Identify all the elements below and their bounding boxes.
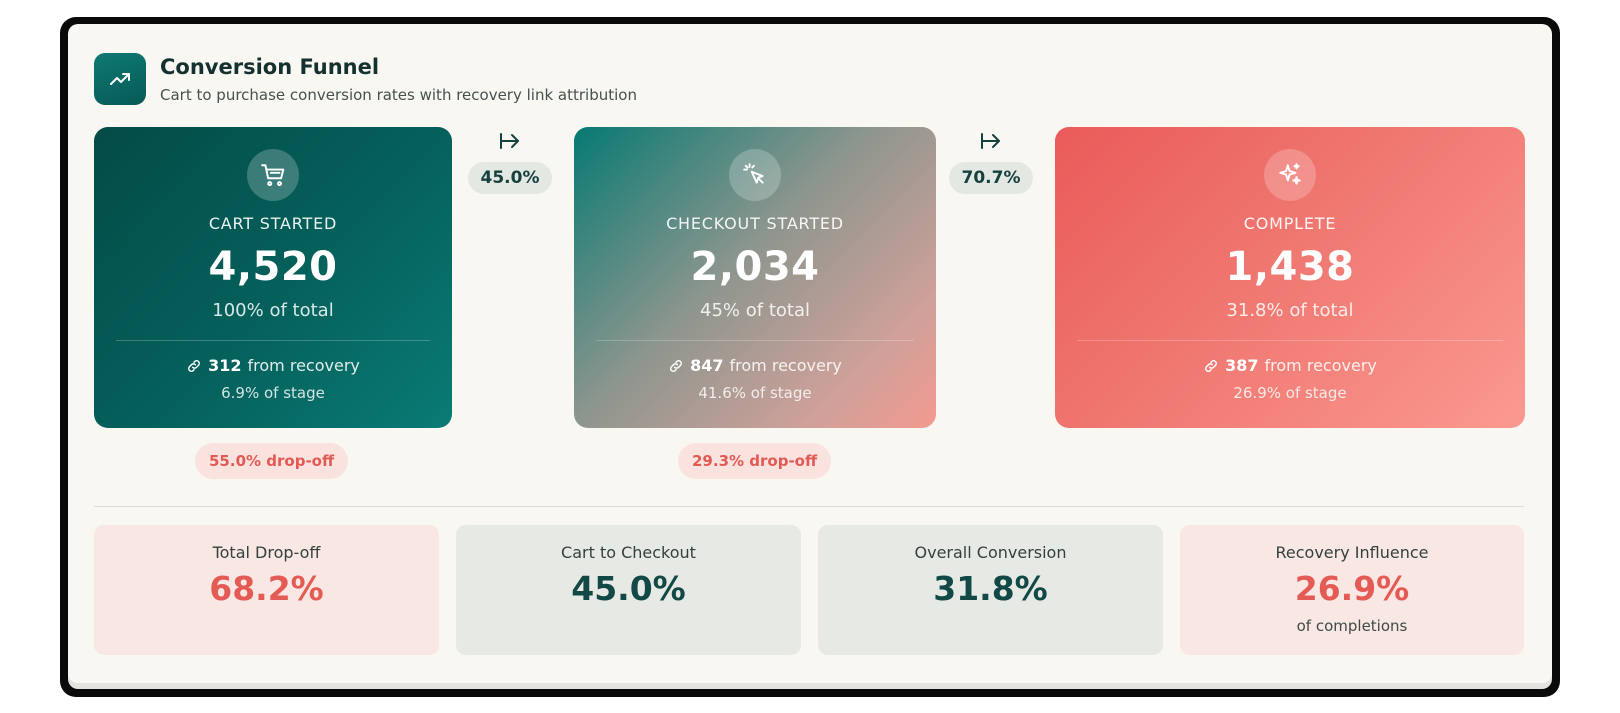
stage-recovery: 847 from recovery <box>574 356 936 375</box>
metric-value: 45.0% <box>571 569 686 608</box>
transition-checkout-to-complete: 70.7% <box>947 130 1035 194</box>
stage-count: 4,520 <box>208 244 338 290</box>
metric-value: 68.2% <box>209 569 324 608</box>
arrow-right-icon <box>500 133 519 149</box>
metric-cart-to-checkout: Cart to Checkout 45.0% <box>456 525 801 655</box>
stage-percent-of-total: 31.8% of total <box>1226 300 1354 321</box>
recovery-text: from recovery <box>1264 356 1377 375</box>
metric-recovery-influence: Recovery Influence 26.9% of completions <box>1180 525 1524 655</box>
stage-card-cart-started[interactable]: CART STARTED 4,520 100% of total 312 fro… <box>94 127 452 428</box>
dropoff-badge: 55.0% drop-off <box>195 443 349 479</box>
page-subtitle: Cart to purchase conversion rates with r… <box>160 86 637 104</box>
stage-divider <box>1077 340 1503 341</box>
stage-percent-of-total: 45% of total <box>700 300 810 321</box>
stage-recovery: 312 from recovery <box>94 356 452 375</box>
recovery-count: 387 <box>1225 356 1259 375</box>
metric-label: Total Drop-off <box>212 543 321 562</box>
stage-label: CART STARTED <box>208 214 338 233</box>
metric-total-dropoff: Total Drop-off 68.2% <box>94 525 439 655</box>
page-title: Conversion Funnel <box>160 55 380 79</box>
stage-count: 1,438 <box>1225 244 1355 290</box>
metric-value: 26.9% <box>1294 569 1410 608</box>
stage-divider <box>596 340 914 341</box>
stage-label: CHECKOUT STARTED <box>666 214 844 233</box>
stage-recovery-share: 6.9% of stage <box>221 384 325 402</box>
metric-subtext: of completions <box>1296 617 1408 635</box>
stage-card-complete[interactable]: COMPLETE 1,438 31.8% of total 387 from r… <box>1055 127 1525 428</box>
stage-divider <box>116 340 430 341</box>
stage-card-checkout-started[interactable]: CHECKOUT STARTED 2,034 45% of total 847 … <box>574 127 936 428</box>
link-icon <box>670 359 683 372</box>
recovery-text: from recovery <box>729 356 842 375</box>
conversion-rate-badge: 45.0% <box>467 162 553 194</box>
sparkles-icon <box>1264 149 1316 201</box>
stage-percent-of-total: 100% of total <box>212 300 334 321</box>
shopping-cart-icon <box>247 149 299 201</box>
metric-label: Recovery Influence <box>1275 543 1429 562</box>
stage-count: 2,034 <box>690 244 820 290</box>
stage-label: COMPLETE <box>1243 214 1337 233</box>
trending-up-icon <box>94 53 146 105</box>
transition-cart-to-checkout: 45.0% <box>466 130 554 194</box>
recovery-count: 847 <box>690 356 724 375</box>
dropoff-badge: 29.3% drop-off <box>678 443 832 479</box>
recovery-count: 312 <box>208 356 242 375</box>
recovery-text: from recovery <box>247 356 360 375</box>
stage-recovery: 387 from recovery <box>1055 356 1525 375</box>
cursor-click-icon <box>729 149 781 201</box>
link-icon <box>188 359 201 372</box>
conversion-rate-badge: 70.7% <box>948 162 1034 194</box>
metric-overall-conversion: Overall Conversion 31.8% <box>818 525 1163 655</box>
metric-label: Cart to Checkout <box>561 543 696 562</box>
arrow-right-icon <box>981 133 1000 149</box>
metric-value: 31.8% <box>933 569 1048 608</box>
metric-label: Overall Conversion <box>914 543 1067 562</box>
stage-recovery-share: 26.9% of stage <box>1233 384 1347 402</box>
link-icon <box>1205 359 1218 372</box>
section-divider <box>94 506 1524 507</box>
stage-recovery-share: 41.6% of stage <box>698 384 812 402</box>
